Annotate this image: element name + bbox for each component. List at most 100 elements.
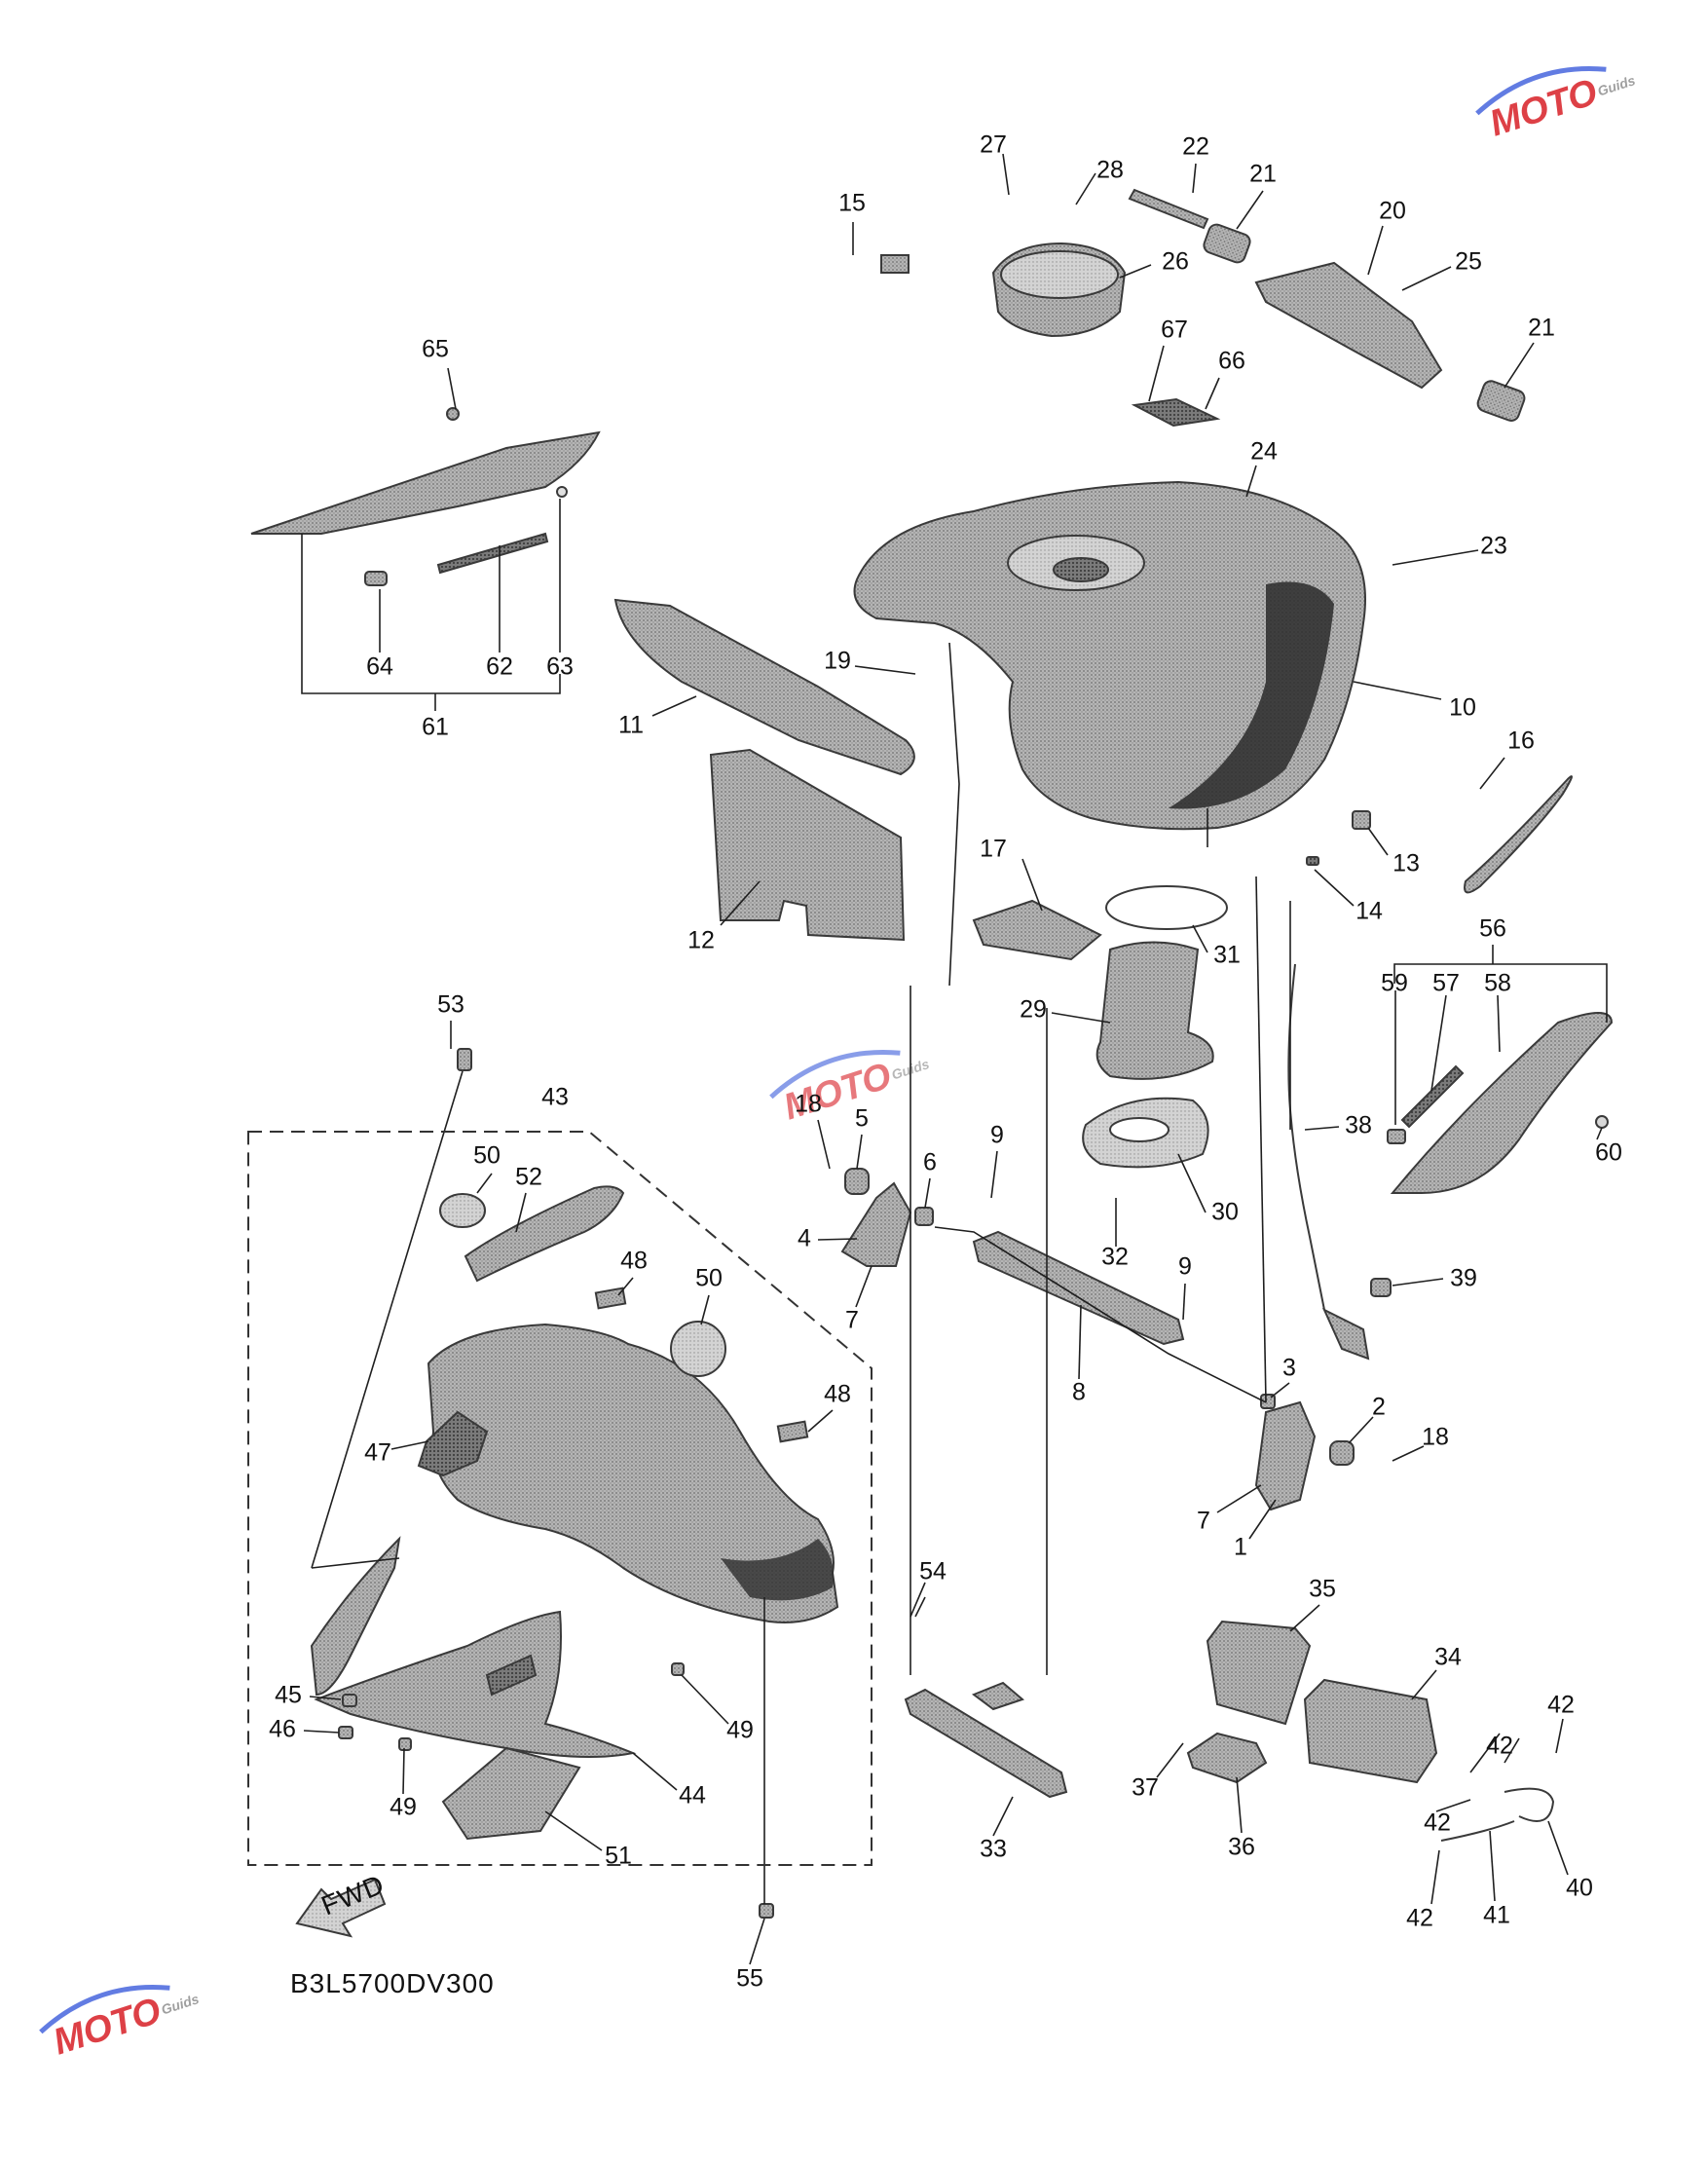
part-bushing-21b — [1476, 380, 1526, 422]
callout-21: 21 — [1249, 161, 1277, 188]
part-bolt-49b — [398, 1737, 412, 1751]
part-bushing-21a — [1203, 223, 1251, 264]
callout-56: 56 — [1479, 915, 1506, 943]
callout-21: 21 — [1528, 315, 1555, 342]
part-bolt-46 — [338, 1726, 353, 1739]
callout-45: 45 — [275, 1682, 302, 1709]
callout-10: 10 — [1449, 694, 1476, 722]
callout-1: 1 — [1234, 1534, 1247, 1561]
watermark-top-right: MOTO Guids — [1475, 66, 1638, 145]
callout-17: 17 — [980, 836, 1007, 863]
callout-39: 39 — [1450, 1265, 1477, 1292]
callout-66: 66 — [1218, 348, 1245, 375]
part-fuel-tank-10 — [853, 480, 1366, 831]
callout-46: 46 — [269, 1716, 296, 1743]
callout-34: 34 — [1434, 1644, 1462, 1671]
callout-38: 38 — [1345, 1112, 1372, 1139]
part-bracket-36 — [1186, 1732, 1268, 1784]
callout-36: 36 — [1228, 1834, 1255, 1861]
callout-8: 8 — [1072, 1379, 1086, 1406]
callout-19: 19 — [824, 648, 851, 675]
part-pad-50b — [670, 1321, 726, 1377]
callout-24: 24 — [1250, 438, 1278, 466]
part-bracket-1 — [1254, 1400, 1317, 1511]
part-bolt-45 — [342, 1694, 357, 1707]
parts-layer: FWD — [250, 188, 1614, 1938]
part-damper-59 — [1387, 1129, 1406, 1144]
callout-6: 6 — [923, 1149, 937, 1176]
callout-60: 60 — [1595, 1139, 1622, 1167]
part-lower-cover — [310, 1536, 401, 1697]
callout-57: 57 — [1432, 970, 1460, 997]
part-bolt-55 — [759, 1903, 774, 1919]
part-cover-17 — [972, 899, 1102, 961]
part-gasket-31 — [1105, 885, 1228, 930]
part-bolt-22 — [1128, 188, 1209, 230]
watermark-bottom-left: MOTO Guids — [39, 1985, 201, 2064]
callout-31: 31 — [1213, 942, 1241, 969]
part-tank-shade — [1169, 581, 1334, 809]
callout-13: 13 — [1392, 850, 1420, 877]
diagram-code: B3L5700DV300 — [290, 1968, 495, 1998]
part-pad-48a — [594, 1287, 627, 1310]
part-collar-6 — [914, 1207, 934, 1226]
part-bolt-49a — [671, 1662, 685, 1676]
callout-55: 55 — [736, 1965, 763, 1993]
part-pad-50a — [439, 1193, 486, 1228]
part-seal-62 — [436, 532, 549, 575]
part-seal-57 — [1400, 1064, 1465, 1129]
part-strip — [1321, 1307, 1370, 1361]
callout-42: 42 — [1406, 1905, 1433, 1932]
callout-49: 49 — [390, 1794, 417, 1821]
callout-63: 63 — [546, 653, 574, 681]
watermark-text: MOTO — [1485, 72, 1603, 145]
part-bar-8 — [972, 1230, 1185, 1346]
callout-61: 61 — [422, 714, 449, 741]
part-bolt-60 — [1595, 1115, 1609, 1129]
callout-5: 5 — [855, 1105, 869, 1133]
part-insulator-12 — [709, 748, 906, 942]
callout-44: 44 — [679, 1782, 706, 1809]
callout-26: 26 — [1162, 248, 1189, 276]
watermark-sub: Guids — [1596, 72, 1638, 99]
callout-14: 14 — [1355, 898, 1383, 925]
part-panel-47 — [417, 1410, 489, 1477]
callout-18: 18 — [1422, 1424, 1449, 1451]
part-rod-33-head — [971, 1681, 1024, 1711]
callout-35: 35 — [1309, 1576, 1336, 1603]
part-rod-33 — [904, 1688, 1068, 1799]
part-side-cover-11 — [613, 598, 915, 776]
part-cap-top — [1000, 250, 1119, 299]
part-hose-38 — [1287, 963, 1325, 1311]
callout-7: 7 — [1197, 1508, 1210, 1535]
part-bolt-53 — [457, 1048, 472, 1071]
callout-9: 9 — [990, 1122, 1004, 1149]
part-gasket-30-hole — [1109, 1117, 1170, 1142]
part-collar-5 — [844, 1168, 870, 1195]
part-clip-39 — [1370, 1278, 1392, 1297]
callout-3: 3 — [1282, 1355, 1296, 1382]
callout-20: 20 — [1379, 198, 1406, 225]
callout-32: 32 — [1101, 1244, 1129, 1271]
callout-43: 43 — [541, 1084, 569, 1111]
callout-48: 48 — [824, 1381, 851, 1408]
callout-54: 54 — [919, 1558, 947, 1585]
callout-37: 37 — [1132, 1774, 1159, 1802]
part-bolt-63 — [556, 486, 568, 498]
callout-40: 40 — [1566, 1875, 1593, 1902]
callout-49: 49 — [726, 1717, 754, 1744]
part-label-15 — [880, 254, 910, 274]
callout-42: 42 — [1547, 1692, 1575, 1719]
part-collar-2 — [1329, 1440, 1355, 1466]
callout-59: 59 — [1381, 970, 1408, 997]
callout-47: 47 — [364, 1439, 391, 1467]
callout-65: 65 — [422, 336, 449, 363]
callout-29: 29 — [1020, 996, 1047, 1024]
part-canister-34 — [1303, 1678, 1438, 1784]
callout-18: 18 — [795, 1091, 822, 1118]
part-clip-14 — [1306, 856, 1319, 866]
callout-27: 27 — [980, 131, 1007, 159]
part-fuel-pump-29 — [1095, 941, 1214, 1080]
